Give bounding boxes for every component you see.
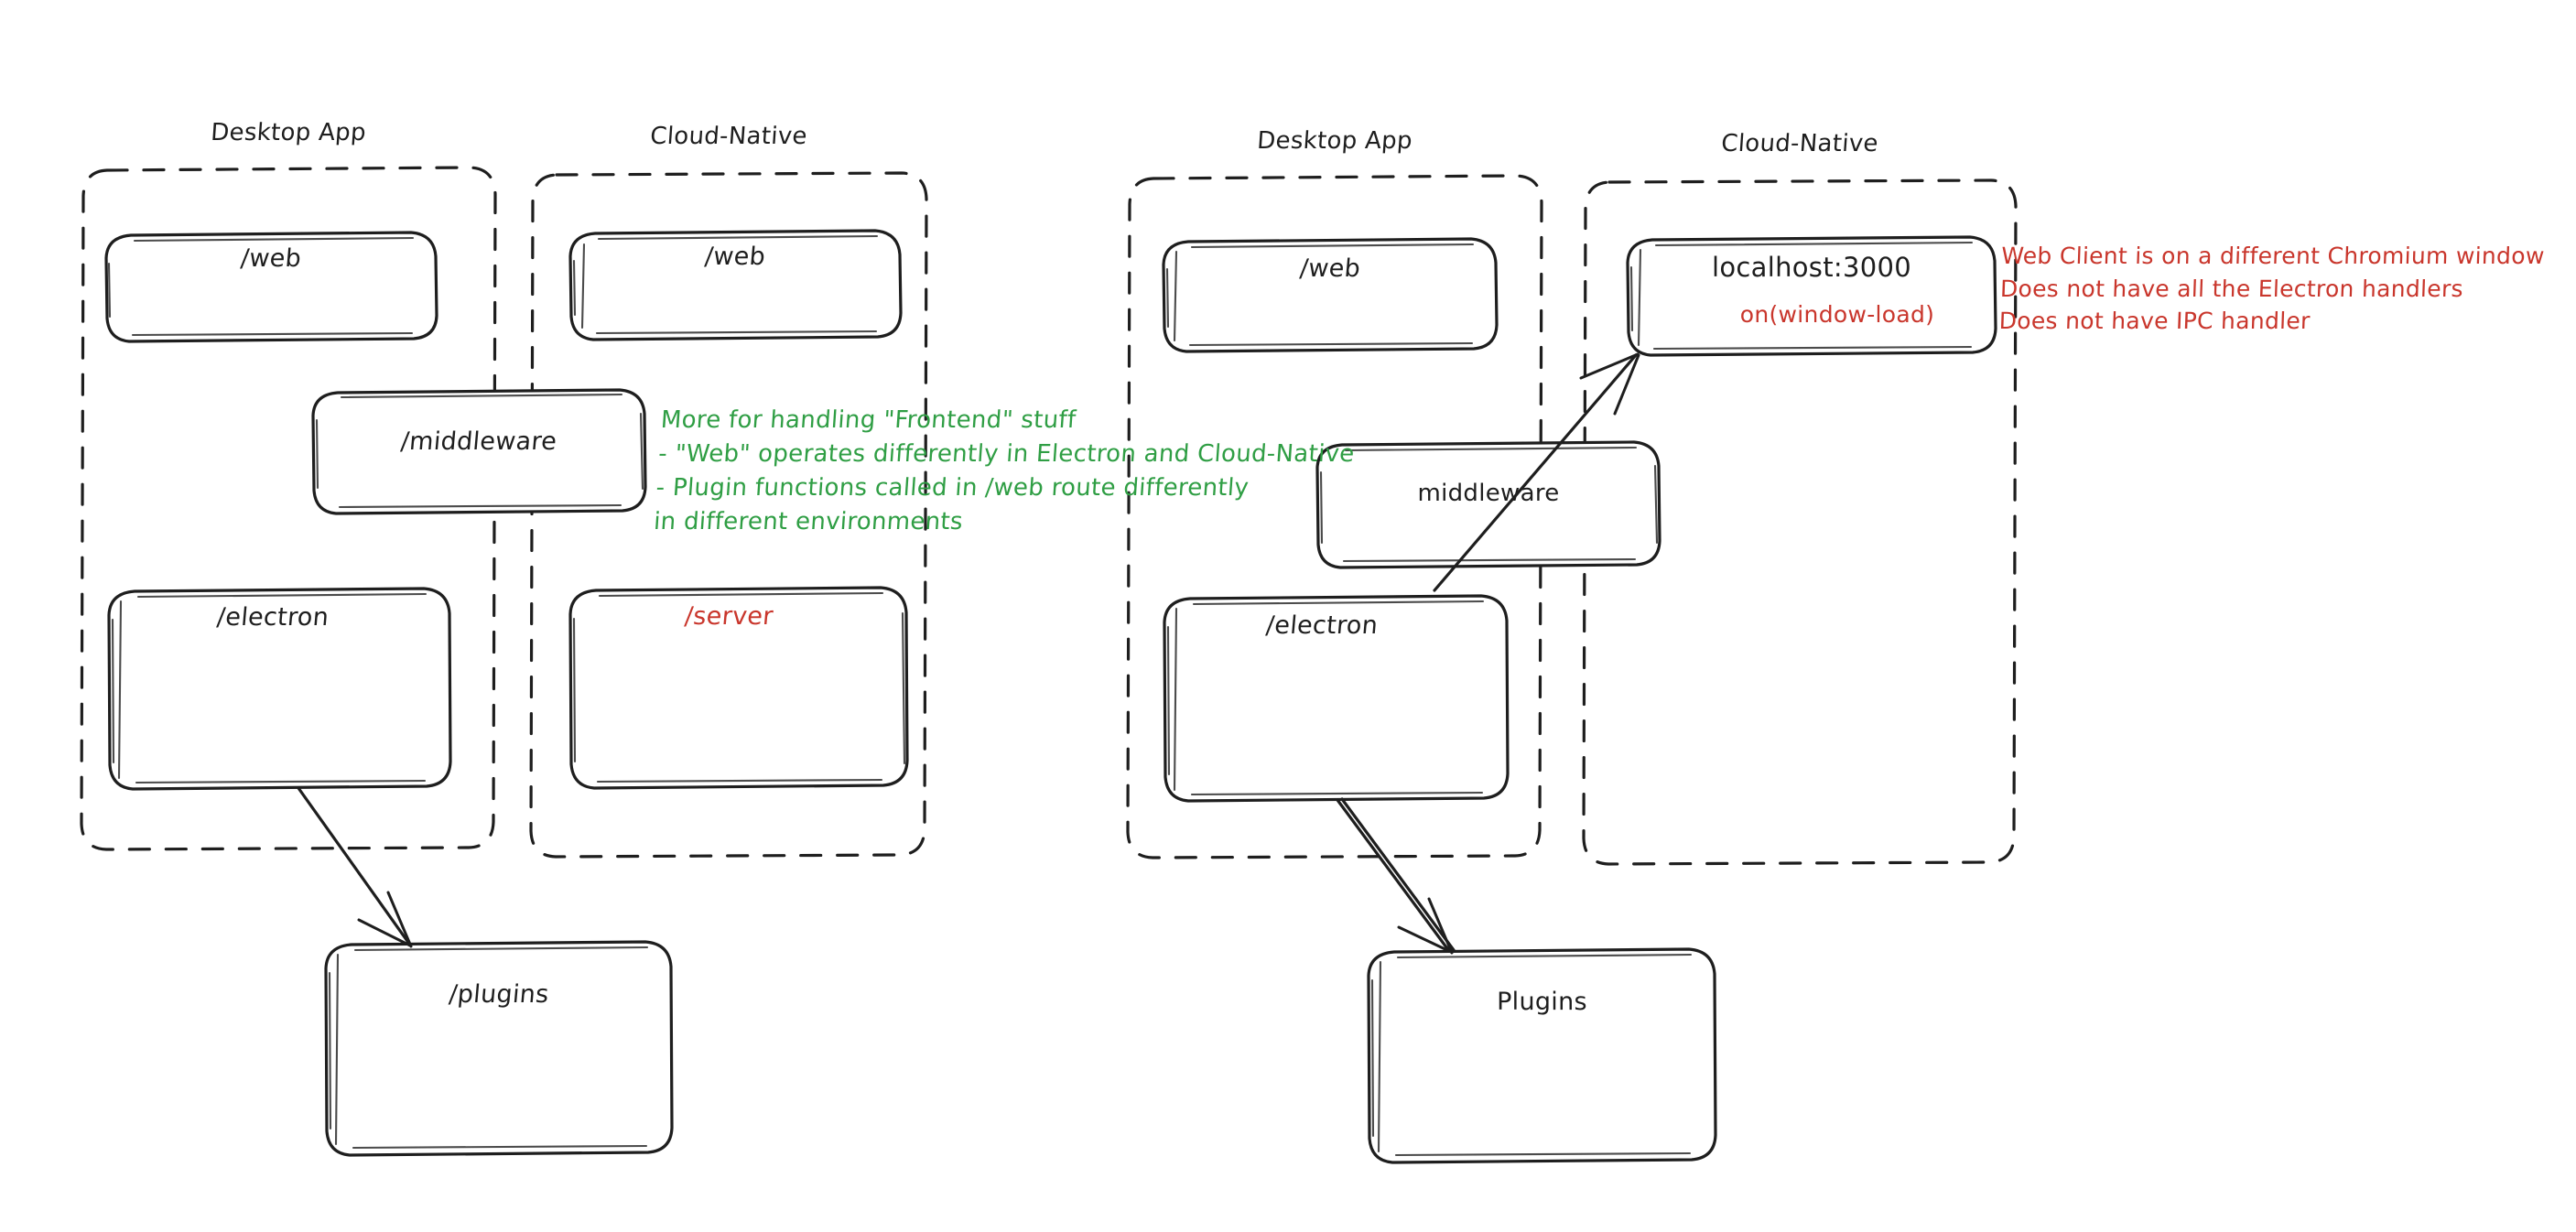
node-label-plugins-left: /plugins [448, 980, 550, 1009]
node-middleware-right[interactable] [1315, 440, 1661, 569]
node-label-electron-left: /electron [215, 603, 330, 632]
node-plugins-left[interactable] [324, 940, 674, 1157]
edge-electron-to-plugins-right [1336, 797, 1456, 955]
node-label-localhost-3000: localhost:3000 [1712, 252, 1911, 283]
node-sublabel-on-window-load: on(window-load) [1739, 301, 1935, 328]
node-web-desktop-right[interactable] [1162, 237, 1499, 353]
node-plugins-right[interactable] [1367, 947, 1717, 1164]
group-label-cloud-native-left: Cloud-Native [649, 123, 808, 150]
node-electron-right[interactable] [1163, 594, 1510, 803]
node-server-left[interactable] [568, 586, 909, 790]
group-cloud-native-right [1582, 178, 2018, 866]
node-middleware-left[interactable] [311, 388, 647, 515]
node-label-web-cloud-left: /web [703, 243, 767, 271]
node-label-middleware-left: /middleware [399, 427, 558, 456]
annotation-red-note: Web Client is on a different Chromium wi… [1998, 243, 2546, 334]
node-label-server-left: /server [683, 602, 775, 631]
node-web-cloud-left[interactable] [568, 229, 903, 341]
node-web-desktop-left[interactable] [104, 231, 438, 343]
node-label-plugins-right: Plugins [1497, 988, 1587, 1016]
node-label-electron-right: /electron [1264, 611, 1380, 640]
node-label-middleware-right: middleware [1417, 480, 1560, 507]
annotation-green-note: More for handling "Frontend" stuff - "We… [653, 406, 1356, 535]
node-label-web-desktop-right: /web [1298, 254, 1362, 283]
node-localhost-3000[interactable] [1626, 235, 1997, 357]
group-label-desktop-app-left: Desktop App [210, 119, 367, 146]
node-electron-left[interactable] [107, 587, 452, 791]
node-label-web-desktop-left: /web [239, 244, 303, 273]
group-desktop-app-right [1126, 174, 1543, 859]
group-label-cloud-native-right: Cloud-Native [1720, 130, 1879, 157]
edge-electron-to-localhost-right [1433, 352, 1640, 592]
edge-electron-to-plugins-left [297, 786, 413, 948]
group-desktop-app-left [80, 166, 497, 851]
group-label-desktop-app-right: Desktop App [1256, 127, 1413, 155]
group-cloud-native-left [529, 171, 928, 859]
